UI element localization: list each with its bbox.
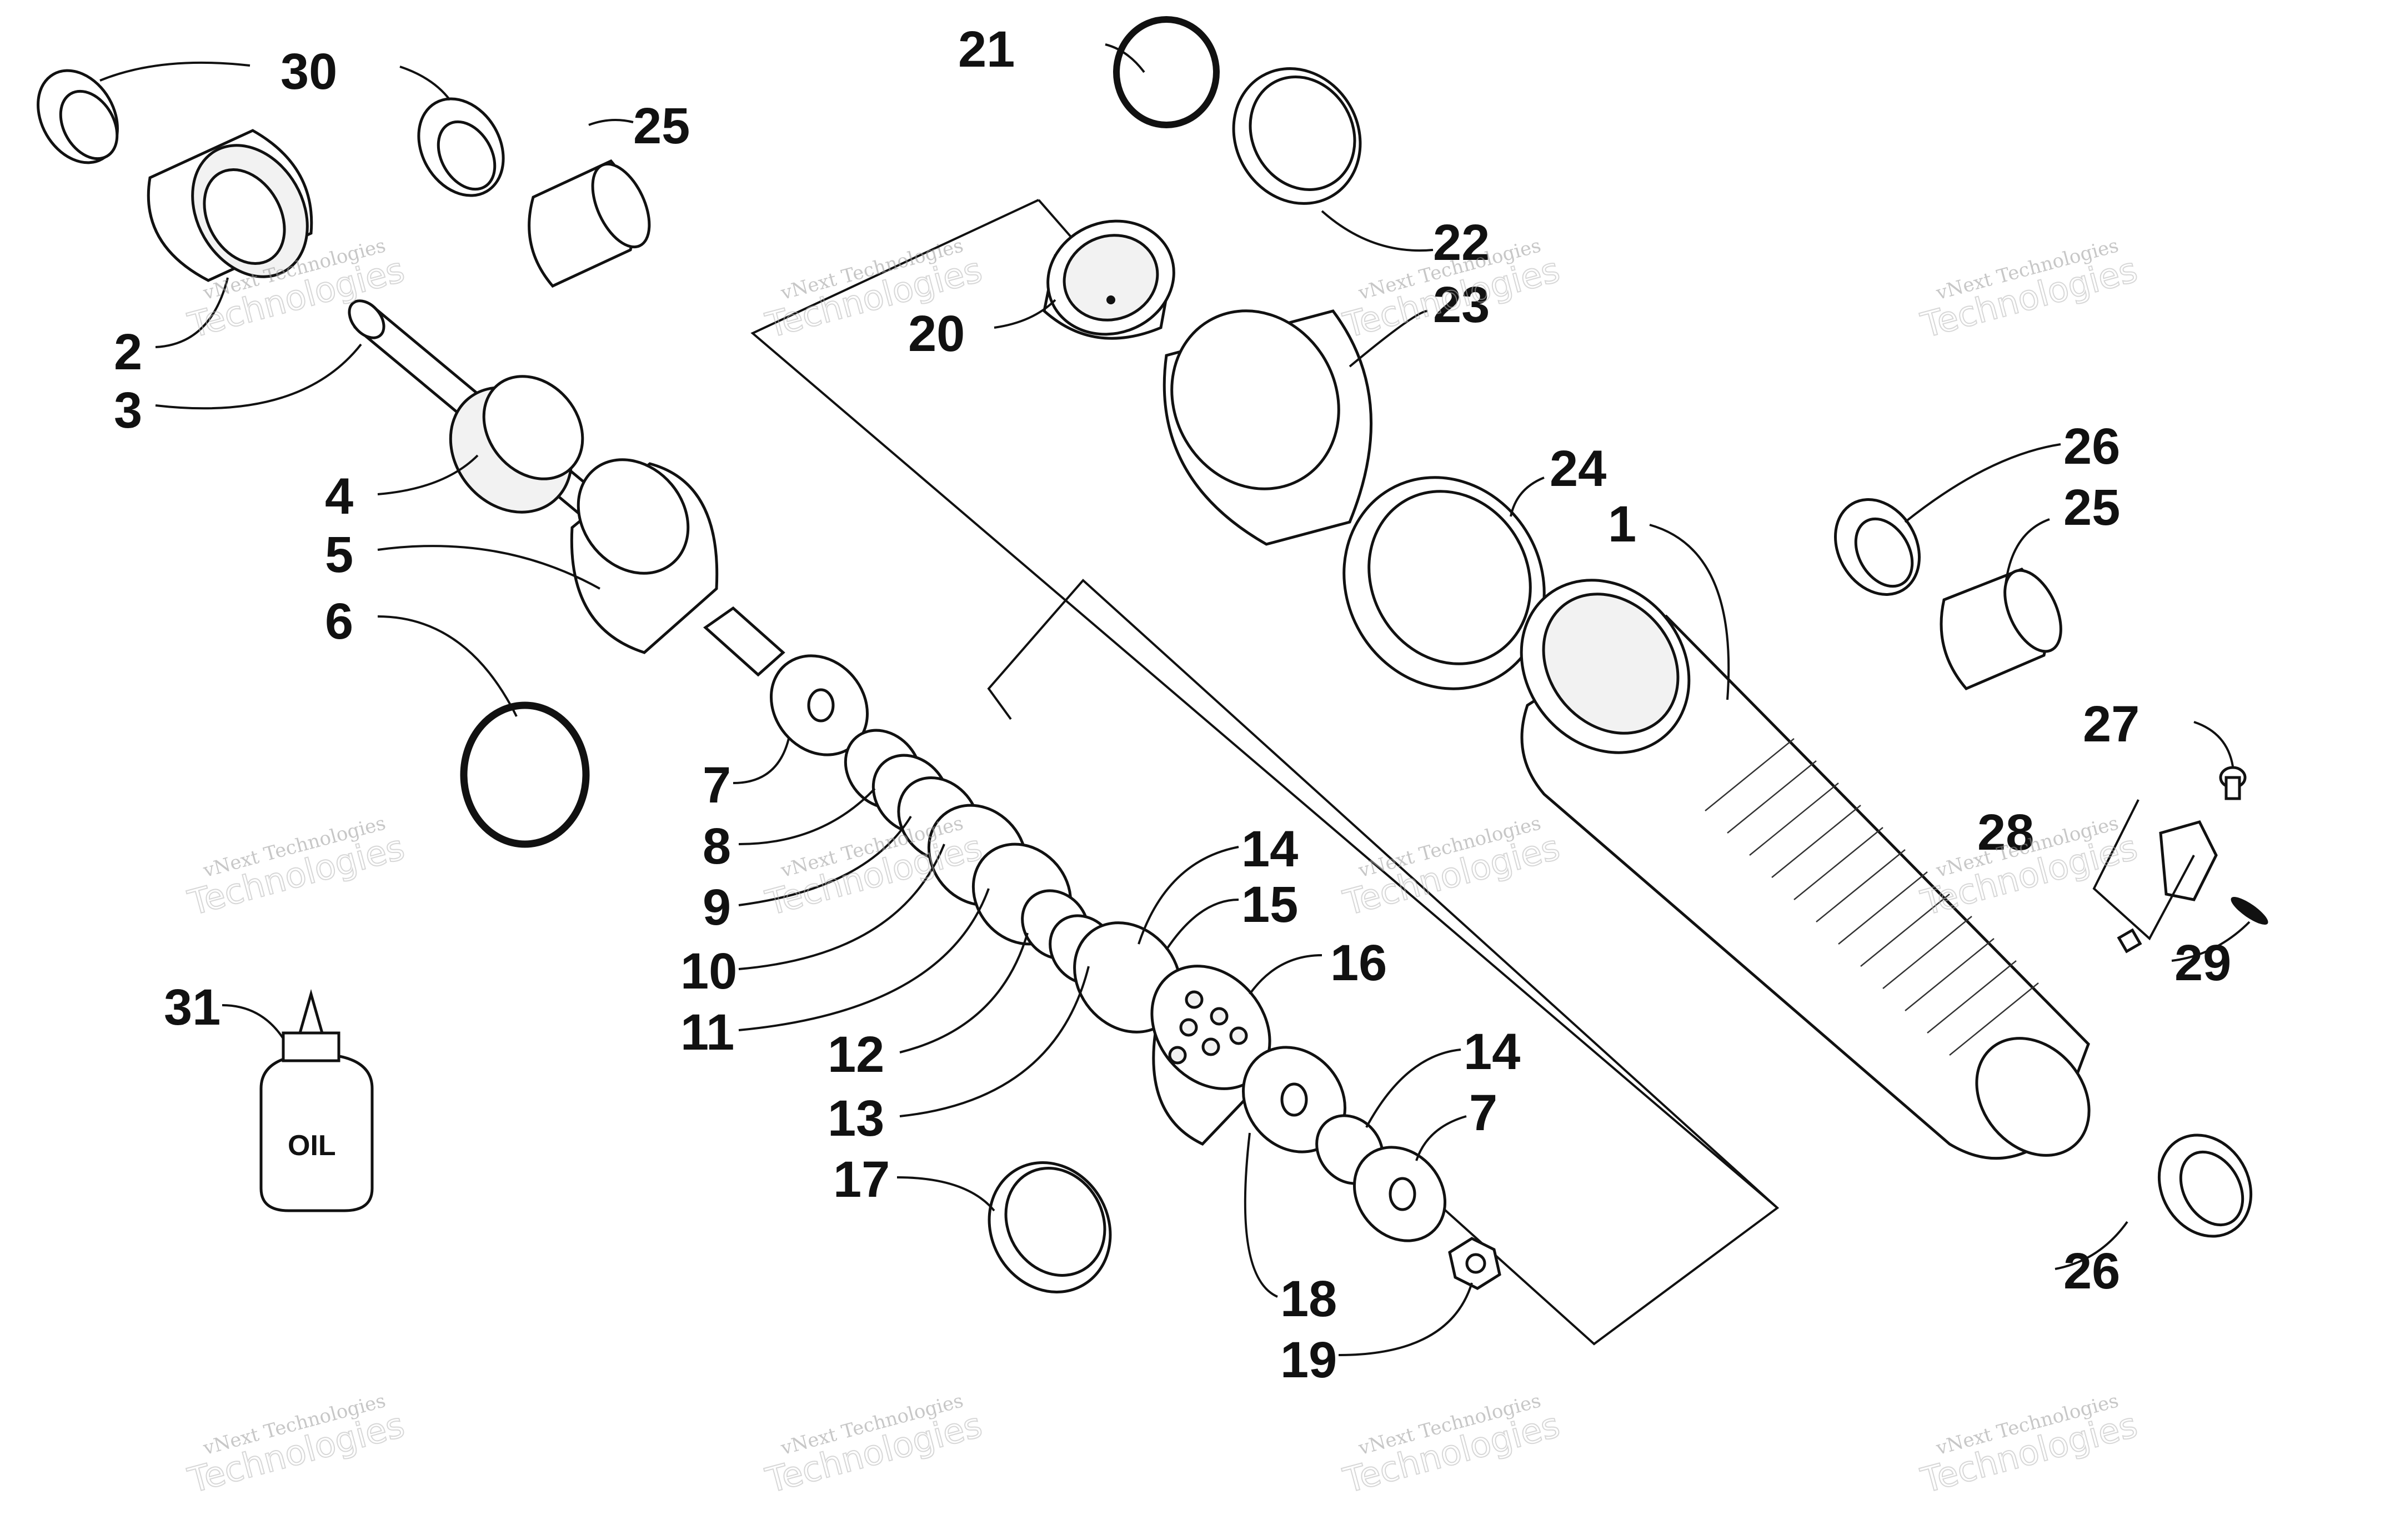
- part-27-screw: [2219, 766, 2247, 800]
- callout-14-upper: 14: [1241, 821, 1298, 877]
- part-7-washer-lower: [1352, 1146, 1447, 1242]
- part-1-shock-body: [1520, 579, 2091, 1160]
- callout-13: 13: [828, 1090, 884, 1147]
- callout-1: 1: [1608, 496, 1636, 553]
- callout-8: 8: [703, 818, 731, 875]
- part-25-sleeve-upper: [528, 159, 651, 288]
- part-30-bushing-right: [417, 97, 505, 197]
- callout-26-upper: 26: [2063, 418, 2120, 475]
- callout-9: 9: [703, 879, 731, 936]
- callout-29: 29: [2174, 935, 2231, 991]
- part-21-o-ring: [1113, 16, 1220, 128]
- part-24-collar: [1342, 476, 1546, 690]
- oil-label: OIL: [288, 1130, 336, 1162]
- part-26-bushing-lower: [2157, 1133, 2253, 1238]
- callout-20: 20: [908, 305, 965, 362]
- callout-23: 23: [1433, 277, 1490, 333]
- callout-11: 11: [680, 1004, 734, 1061]
- part-31-oil-bottle: [259, 989, 374, 1212]
- assembly-bracket-line: [987, 579, 1780, 1346]
- callout-10: 10: [680, 943, 737, 1000]
- callout-17: 17: [833, 1151, 890, 1208]
- part-28-valve: [2117, 820, 2218, 954]
- callout-30: 30: [280, 43, 337, 100]
- part-30-bushing-left: [37, 69, 119, 164]
- part-2-eyelet: [147, 129, 313, 282]
- callout-25-upper: 25: [633, 98, 690, 154]
- callout-7-lower: 7: [1469, 1085, 1497, 1141]
- part-22-ring: [1232, 67, 1362, 205]
- part-23-sleeve: [1163, 309, 1373, 546]
- callout-7-upper: 7: [703, 757, 731, 814]
- valve-bracket-line: [2092, 799, 2195, 941]
- assembly-bracket-line-main: [750, 199, 1778, 1209]
- callout-28: 28: [1977, 804, 2034, 861]
- callout-24: 24: [1550, 440, 1606, 497]
- part-6-o-ring: [460, 701, 590, 848]
- part-7-washer-top: [769, 654, 869, 756]
- callout-26-lower: 26: [2063, 1243, 2120, 1300]
- part-16-piston: [1150, 965, 1271, 1146]
- callout-6: 6: [325, 593, 353, 650]
- part-5-seal-head: [570, 458, 785, 677]
- leader-lines: [99, 43, 2251, 1356]
- part-25-sleeve-lower: [1940, 568, 2062, 691]
- callout-19: 19: [1280, 1332, 1337, 1388]
- callout-25-lower: 25: [2063, 479, 2120, 536]
- callout-16: 16: [1330, 935, 1387, 991]
- callout-27: 27: [2083, 696, 2140, 753]
- part-19-nut: [1448, 1237, 1501, 1290]
- part-26-bushing-upper: [1834, 498, 1921, 596]
- shim-stack: [844, 729, 1182, 1034]
- part-17-piston-band: [988, 1161, 1112, 1293]
- callout-31: 31: [164, 979, 221, 1036]
- callout-12: 12: [828, 1026, 884, 1083]
- callout-22: 22: [1433, 214, 1490, 271]
- callout-15: 15: [1241, 876, 1298, 933]
- callout-14-lower: 14: [1464, 1024, 1520, 1080]
- part-29-o-ring-small: [2231, 897, 2268, 925]
- part-4-bumper: [449, 375, 584, 514]
- callout-21: 21: [958, 21, 1015, 78]
- callout-4: 4: [325, 468, 353, 525]
- callout-2: 2: [114, 324, 142, 380]
- callout-3: 3: [114, 382, 142, 439]
- part-20-cap: [1043, 219, 1175, 340]
- shock-body-threads: [1705, 738, 2039, 1056]
- callout-labels: 30 25 21 22 23 20 2 3 4 5 6 24 1 26 25 2…: [114, 21, 2231, 1388]
- callout-18: 18: [1280, 1271, 1337, 1327]
- callout-5: 5: [325, 526, 353, 583]
